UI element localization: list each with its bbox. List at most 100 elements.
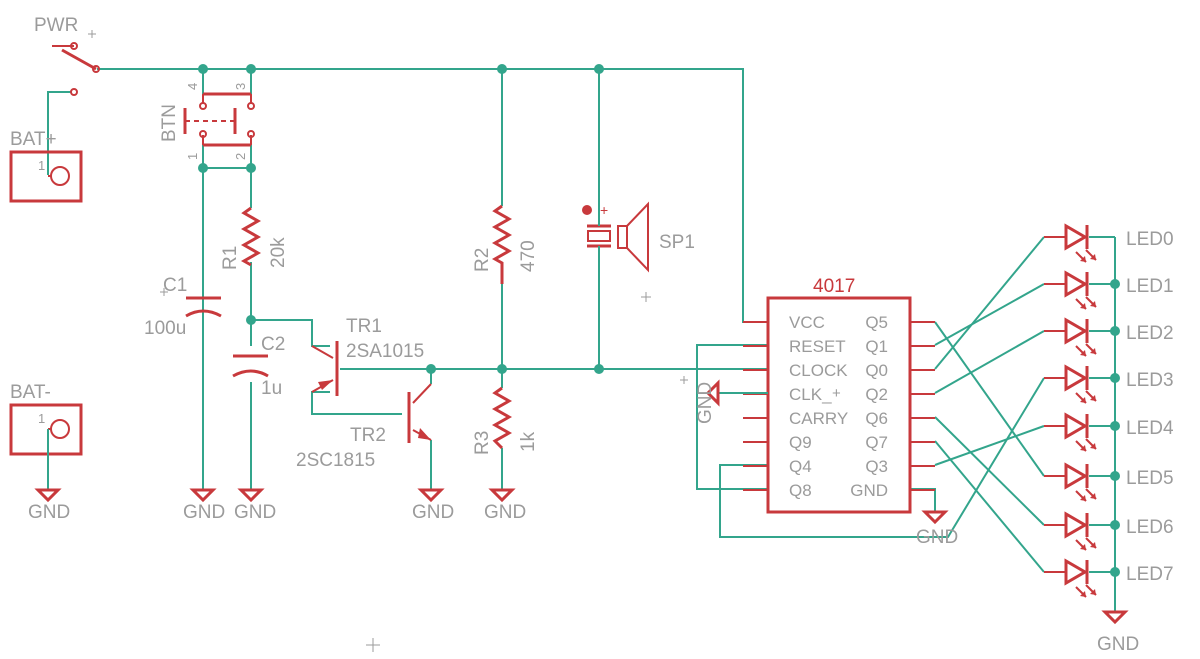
ic-pin-label: Q6 — [865, 409, 888, 428]
r2-label: R2 — [472, 248, 493, 272]
r3-label: R3 — [472, 431, 493, 455]
gnd-symbol: GND — [1097, 610, 1139, 655]
junction-dot — [594, 364, 604, 374]
ic-title: 4017 — [813, 276, 855, 297]
ic-pin-label: Q4 — [789, 457, 812, 476]
junction-dot — [1110, 421, 1120, 431]
c1-label: C1 — [163, 275, 187, 296]
tr2-part: 2SC1815 — [296, 450, 375, 471]
ic-pin-label: GND — [850, 481, 888, 500]
r3-value: 1k — [518, 431, 539, 452]
junction-dots — [198, 64, 1120, 577]
led-label: LED0 — [1126, 229, 1174, 250]
led-7: LED7 — [1044, 558, 1174, 598]
origin-marker: + — [832, 385, 841, 402]
led-label: LED6 — [1126, 517, 1174, 538]
transistor-tr2: TR2 2SC1815 — [296, 383, 432, 471]
led-3: LED3 — [1044, 364, 1174, 404]
junction-dot — [198, 163, 208, 173]
led-label: LED7 — [1126, 564, 1174, 585]
resistor-r3: R3 1k — [472, 386, 539, 455]
junction-dot — [426, 364, 436, 374]
transistor-tr1: TR1 2SA1015 — [311, 316, 424, 396]
junction-dot — [1110, 373, 1120, 383]
gnd-label: GND — [1097, 634, 1139, 655]
r2-value: 470 — [518, 240, 539, 272]
ic-pin-label: VCC — [789, 313, 825, 332]
led-label: LED4 — [1126, 418, 1174, 439]
wires — [47, 68, 1116, 612]
ic-pin-label: Q0 — [865, 361, 888, 380]
pin-number: 2 — [233, 153, 248, 160]
ic-pin-label: Q7 — [865, 433, 888, 452]
junction-dot — [497, 64, 507, 74]
junction-dot — [497, 364, 507, 374]
pwr-label: PWR — [34, 15, 78, 36]
gnd-symbol-ic-clk: GND — [695, 379, 768, 424]
gnd-label: GND — [484, 502, 526, 523]
pin-number: 4 — [185, 83, 200, 90]
power-switch: PWR — [34, 15, 100, 96]
led-label: LED5 — [1126, 468, 1174, 489]
junction-dot — [594, 64, 604, 74]
led-2: LED2 — [1044, 317, 1174, 357]
capacitor-c1: C1 100u — [144, 275, 222, 339]
gnd-symbol: GND — [916, 510, 958, 548]
gnd-symbol: GND — [234, 488, 276, 523]
pin-number: 1 — [38, 411, 45, 426]
battery-plus-connector: BAT+ 1 — [9, 129, 83, 203]
junction-dot — [1110, 567, 1120, 577]
tr2-label: TR2 — [350, 425, 386, 446]
led-4: LED4 — [1044, 412, 1174, 452]
c2-value: 1u — [261, 378, 282, 399]
ic-pin-label: CLK_ — [789, 385, 832, 404]
gnd-symbol: GND — [412, 488, 454, 523]
pin-number: 1 — [185, 153, 200, 160]
led-1: LED1 — [1044, 270, 1174, 310]
led-0: LED0 — [1044, 223, 1174, 263]
led-label: LED3 — [1126, 370, 1174, 391]
speaker-sp1: + SP1 — [582, 201, 695, 273]
junction-dot — [1110, 520, 1120, 530]
resistor-r2: R2 470 — [472, 204, 539, 284]
c2-label: C2 — [261, 334, 285, 355]
bat-minus-label: BAT- — [10, 382, 51, 403]
ic-pin-label: Q5 — [865, 313, 888, 332]
gnd-symbol: GND — [28, 488, 70, 523]
gnd-label: GND — [412, 502, 454, 523]
push-button: BTN 4 3 1 2 — [159, 83, 255, 160]
pin-number: 1 — [38, 158, 45, 173]
resistor-r1: R1 20k — [220, 206, 289, 270]
junction-dot — [1110, 471, 1120, 481]
ic-pin-label: Q1 — [865, 337, 888, 356]
junction-dot — [246, 163, 256, 173]
ic-pin-label: Q3 — [865, 457, 888, 476]
ic-pin-label: Q2 — [865, 385, 888, 404]
btn-label: BTN — [159, 104, 180, 142]
ic-pin-label: Q9 — [789, 433, 812, 452]
ic-pin-label: CARRY — [789, 409, 848, 428]
ic-pin-label: Q8 — [789, 481, 812, 500]
gnd-label: GND — [183, 502, 225, 523]
battery-minus-connector: BAT- 1 — [9, 382, 83, 456]
gnd-label: GND — [234, 502, 276, 523]
led-label: LED1 — [1126, 276, 1174, 297]
junction-dot — [1110, 326, 1120, 336]
ic-right-stubs — [910, 321, 935, 491]
capacitor-c2: C2 1u — [232, 334, 285, 399]
bat-plus-label: BAT+ — [10, 129, 57, 150]
r1-label: R1 — [220, 246, 241, 270]
junction-dot — [1110, 279, 1120, 289]
junction-dot — [246, 315, 256, 325]
tr1-part: 2SA1015 — [346, 341, 424, 362]
junction-dot — [246, 64, 256, 74]
r1-value: 20k — [268, 237, 289, 268]
led-6: LED6 — [1044, 511, 1174, 551]
gnd-symbol: GND — [484, 488, 526, 523]
gnd-label: GND — [28, 502, 70, 523]
gnd-symbol: GND — [183, 488, 225, 523]
